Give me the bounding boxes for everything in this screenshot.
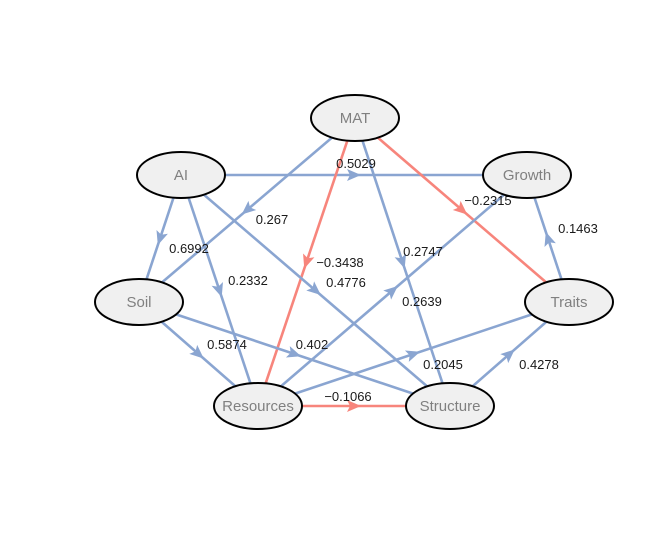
arrowhead-icon: [347, 169, 361, 181]
edge-mat-to-soil: [138, 117, 356, 303]
edge-coefficient-label: −0.3438: [316, 255, 363, 270]
node-mat: MAT: [310, 94, 400, 142]
node-ellipse: [136, 151, 226, 199]
arrowhead-icon: [241, 200, 257, 215]
edge-resources-to-growth: [257, 174, 528, 407]
node-label: Traits: [551, 294, 588, 311]
edge-coefficient-label: 0.2747: [403, 244, 443, 259]
edge-ai-to-structure: [180, 174, 451, 407]
edge-coefficient-label: 0.4776: [326, 275, 366, 290]
arrowhead-icon: [285, 346, 302, 358]
node-ellipse: [310, 94, 400, 142]
edge-ai-to-growth: [181, 169, 527, 181]
node-growth: Growth: [482, 151, 572, 199]
edge-coefficient-label: 0.2332: [228, 273, 268, 288]
arrowhead-icon: [189, 344, 204, 359]
edge-coefficient-label: 0.1463: [558, 221, 598, 236]
node-ellipse: [94, 278, 184, 326]
node-label: Structure: [420, 398, 481, 415]
edge-mat-to-resources: [256, 117, 357, 407]
edge-coefficient-label: 0.4278: [519, 357, 559, 372]
arrowhead-icon: [306, 281, 321, 296]
node-label: Resources: [222, 398, 294, 415]
edge-coefficient-label: 0.2045: [423, 357, 463, 372]
arrowhead-icon: [544, 231, 556, 248]
node-ellipse: [213, 382, 303, 430]
edge-soil-to-structure: [138, 300, 451, 408]
edge-coefficient-label: 0.5874: [207, 337, 247, 352]
arrowhead-icon: [383, 285, 398, 300]
arrowhead-icon: [394, 253, 407, 269]
edge-mat-to-traits: [354, 117, 570, 303]
edge-coefficient-label: 0.402: [296, 337, 329, 352]
node-resources: Resources: [213, 382, 303, 430]
edge-coefficient-label: −0.1066: [324, 389, 371, 404]
edge-coefficient-label: 0.267: [256, 212, 289, 227]
arrowhead-icon: [303, 253, 315, 269]
edge-coefficient-label: 0.6992: [169, 241, 209, 256]
node-label: Soil: [126, 294, 151, 311]
arrowhead-icon: [452, 200, 468, 215]
arrowhead-icon: [500, 349, 515, 364]
node-structure: Structure: [405, 382, 495, 430]
edge-labels-layer: 0.5029 −0.2315 0.1463 0.267 0.6992 0.2747 −0.3…: [169, 156, 598, 404]
edges-layer: [137, 117, 571, 412]
arrowhead-icon: [347, 400, 361, 412]
arrowhead-icon: [156, 229, 168, 246]
node-ellipse: [524, 278, 614, 326]
arrowhead-icon: [211, 281, 223, 298]
node-label: AI: [174, 167, 188, 184]
edge-coefficient-label: −0.2315: [464, 193, 511, 208]
edge-coefficient-label: 0.5029: [336, 156, 376, 171]
node-label: Growth: [503, 167, 551, 184]
node-traits: Traits: [524, 278, 614, 326]
node-ellipse: [482, 151, 572, 199]
node-ai: AI: [136, 151, 226, 199]
node-soil: Soil: [94, 278, 184, 326]
edge-resources-to-traits: [257, 300, 570, 408]
edge-coefficient-label: 0.2639: [402, 294, 442, 309]
edge-ai-to-resources: [179, 174, 260, 407]
node-label: MAT: [340, 110, 371, 127]
edge-mat-to-structure: [353, 117, 452, 407]
arrowhead-icon: [404, 350, 421, 362]
node-ellipse: [405, 382, 495, 430]
